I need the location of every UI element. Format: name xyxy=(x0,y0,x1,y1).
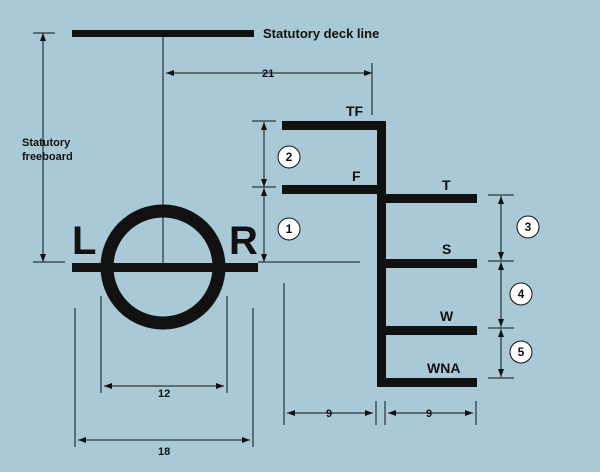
callout-3: 3 xyxy=(525,220,532,234)
freeboard-label-line1: Statutory xyxy=(22,137,71,149)
tf-bar xyxy=(282,121,382,130)
dim-21-value: 21 xyxy=(262,68,274,80)
s-label: S xyxy=(442,241,451,257)
callout-3-circle xyxy=(516,215,540,239)
wna-bar xyxy=(377,378,477,387)
w-bar xyxy=(377,326,477,335)
callout-1: 1 xyxy=(286,222,293,236)
dim-9-left-value: 9 xyxy=(326,408,332,420)
callout-5-circle xyxy=(509,340,533,364)
deck-line-label: Statutory deck line xyxy=(263,26,379,41)
callout-2-circle xyxy=(277,145,301,169)
callout-4: 4 xyxy=(518,287,525,301)
w-label: W xyxy=(440,308,454,324)
t-label: T xyxy=(442,177,451,193)
waterline-bar xyxy=(72,263,258,272)
s-bar xyxy=(377,259,477,268)
f-label: F xyxy=(352,168,361,184)
vertical-spine xyxy=(377,121,386,386)
t-bar xyxy=(377,194,477,203)
callout-4-circle xyxy=(509,282,533,306)
dim-9-right-value: 9 xyxy=(426,408,432,420)
letter-r: R xyxy=(229,219,258,263)
dim-12-value: 12 xyxy=(158,388,170,400)
freeboard-label-line2: freeboard xyxy=(22,151,73,163)
f-bar xyxy=(282,185,382,194)
callout-5: 5 xyxy=(518,345,525,359)
dim-18-value: 18 xyxy=(158,446,170,458)
letter-l: L xyxy=(72,219,96,263)
callout-2: 2 xyxy=(286,150,293,164)
wna-label: WNA xyxy=(427,360,460,376)
callout-1-circle xyxy=(277,217,301,241)
tf-label: TF xyxy=(346,103,364,119)
